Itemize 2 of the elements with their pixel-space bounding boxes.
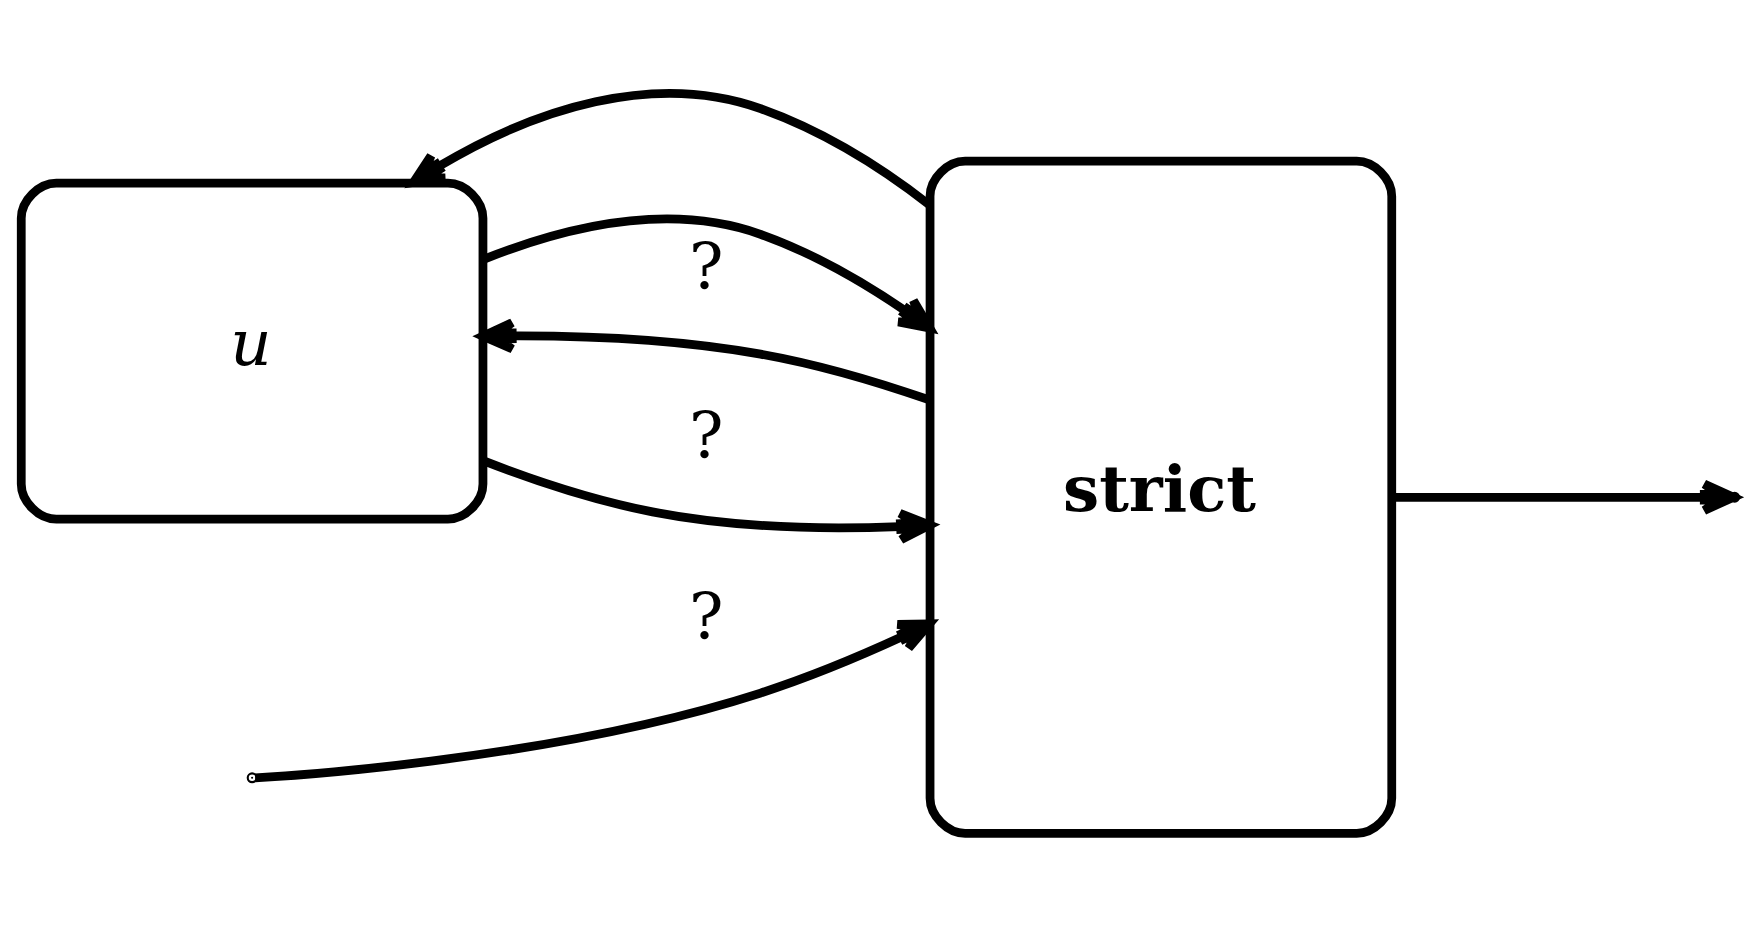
edge-label: ? [688, 578, 723, 654]
edge-label: ? [688, 397, 723, 473]
